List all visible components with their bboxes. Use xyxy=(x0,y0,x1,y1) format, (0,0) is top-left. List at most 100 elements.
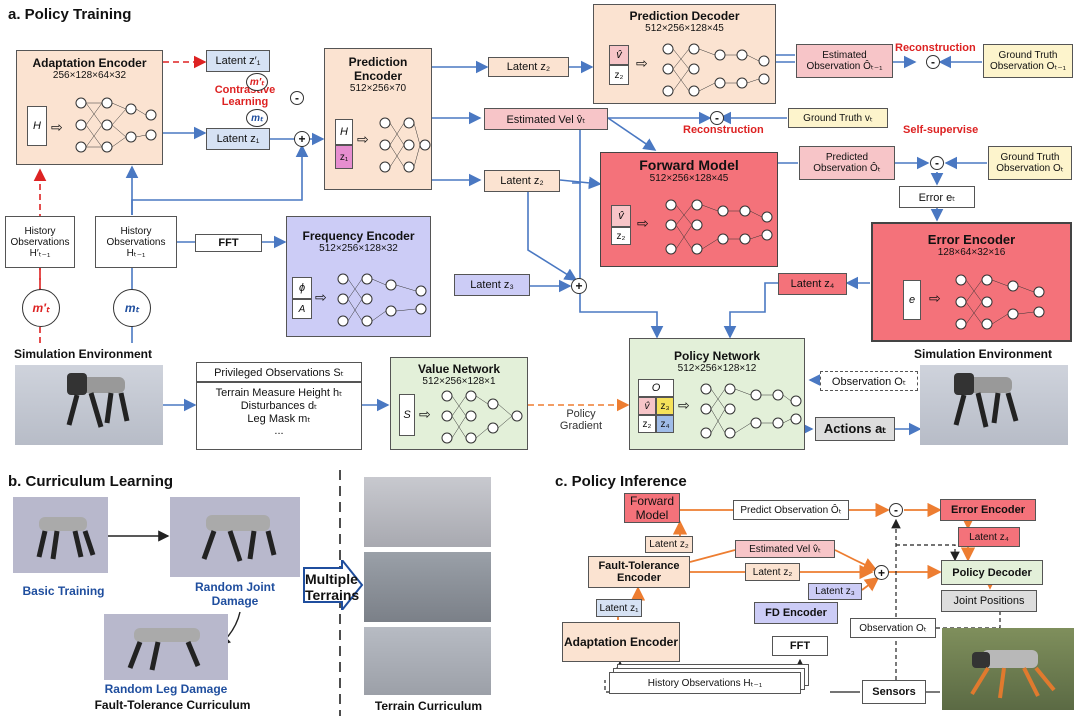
error-encoder-title: Error Encoder xyxy=(927,232,1016,247)
policy-input-z2: z₂ xyxy=(638,415,656,433)
neural-net-icon xyxy=(337,273,427,327)
freq-input-phi: ϕ xyxy=(292,277,312,299)
policy-input-o: O xyxy=(638,379,674,397)
prediction-decoder-box: Prediction Decoder 512×256×128×45 v̂ z₂ … xyxy=(593,4,776,104)
adaptation-encoder-dims: 256×128×64×32 xyxy=(52,70,127,81)
reconstruction-label-2: Reconstruction xyxy=(683,124,764,136)
adaptation-encoder-box: Adaptation Encoder 256×128×64×32 H ⇨ xyxy=(16,50,163,165)
inference-policy-decoder: Policy Decoder xyxy=(941,560,1043,585)
privileged-list: Terrain Measure Height hₜ Disturbances d… xyxy=(196,382,362,450)
error-encoder-dims: 128×64×32×16 xyxy=(937,247,1006,258)
adaptation-encoder-title: Adaptation Encoder xyxy=(32,56,147,70)
inference-latent-z4: Latent z₄ xyxy=(958,527,1020,547)
prediction-input-h: H xyxy=(335,119,353,145)
ground-truth-obs-prev: Ground Truth Observation Oₜ₋₁ xyxy=(983,44,1073,78)
policy-network-title: Policy Network xyxy=(673,349,761,363)
leg-damage-image xyxy=(104,614,228,680)
observation-ot: Observation Oₜ xyxy=(820,371,918,391)
privileged-item: ... xyxy=(274,425,284,437)
policy-input-v: v̂ xyxy=(638,397,656,415)
inference-predict-observation: Predict Observation Ôₜ xyxy=(733,500,849,520)
inference-fd-encoder: FD Encoder xyxy=(754,602,838,624)
latent-z1: Latent z₁ xyxy=(206,128,270,150)
minus-icon: - xyxy=(889,503,903,517)
prediction-decoder-title: Prediction Decoder xyxy=(629,9,740,23)
value-network-title: Value Network xyxy=(417,362,501,376)
inference-history: History Observations Hₜ₋₁ xyxy=(609,672,801,694)
arrow-icon: ⇨ xyxy=(929,290,941,306)
m-circle: mₜ xyxy=(113,289,151,327)
frequency-encoder-title: Frequency Encoder xyxy=(302,229,415,243)
simulation-image-left xyxy=(15,365,163,445)
forward-model-dims: 512×256×128×45 xyxy=(649,173,729,184)
forward-model-box: Forward Model 512×256×128×45 v̂ z₂ ⇨ xyxy=(600,152,778,267)
plus-icon: + xyxy=(294,131,310,147)
fft-box: FFT xyxy=(195,234,262,252)
error-et: Error eₜ xyxy=(899,186,975,208)
inference-latent-z1: Latent z₁ xyxy=(596,599,642,617)
leg-damage-label: Random Leg Damage xyxy=(104,682,228,696)
inference-sensors: Sensors xyxy=(862,680,926,704)
minus-icon: - xyxy=(930,156,944,170)
arrow-icon: ⇨ xyxy=(315,289,327,305)
policy-input-z3: z₃ xyxy=(656,397,674,415)
privileged-item: Terrain Measure Height hₜ xyxy=(215,387,343,399)
terrain-curriculum-label: Terrain Curriculum xyxy=(374,699,483,713)
neural-net-icon xyxy=(665,199,773,255)
error-encoder-box: Error Encoder 128×64×32×16 e ⇨ xyxy=(871,222,1072,342)
minus-icon: - xyxy=(290,91,304,105)
forward-input-z: z₂ xyxy=(611,227,631,245)
privileged-item: Disturbances dₜ xyxy=(240,400,318,412)
section-c-title: c. Policy Inference xyxy=(555,473,687,490)
prediction-encoder-title: Prediction Encoder xyxy=(348,55,408,83)
inference-latent-z2-b: Latent z₂ xyxy=(745,563,800,581)
neural-net-icon xyxy=(955,274,1045,330)
freq-input-a: A xyxy=(292,299,312,319)
inference-latent-z3: Latent z₃ xyxy=(808,583,862,600)
arrow-icon: ⇨ xyxy=(637,215,649,231)
error-input-e: e xyxy=(903,280,921,320)
arrow-icon: ⇨ xyxy=(678,397,690,413)
terrain-image-2 xyxy=(364,552,491,622)
latent-z2-top: Latent z₂ xyxy=(488,57,569,77)
neural-net-icon xyxy=(379,117,431,173)
policy-input-z4: z₄ xyxy=(656,415,674,433)
ground-truth-obs: Ground Truth Observation Oₜ xyxy=(988,146,1072,180)
inference-joint-positions: Joint Positions xyxy=(941,590,1037,612)
sim-env-left-label: Simulation Environment xyxy=(14,347,153,361)
robot-icon xyxy=(970,650,1056,699)
inference-error-encoder: Error Encoder xyxy=(940,499,1036,521)
real-robot-image xyxy=(942,628,1074,710)
plus-icon: + xyxy=(874,565,889,580)
basic-training-image xyxy=(13,497,108,573)
m-symbol: mₜ xyxy=(246,109,268,127)
neural-net-icon xyxy=(75,97,157,153)
plus-icon: + xyxy=(571,278,587,294)
robot-icon xyxy=(201,515,277,562)
inference-estimated-vel: Estimated Vel v̂ₜ xyxy=(735,540,835,558)
actions-box: Actions aₜ xyxy=(815,417,895,441)
decoder-input-v: v̂ xyxy=(609,45,629,65)
joint-damage-image xyxy=(170,497,300,577)
self-supervise-label: Self-supervise xyxy=(903,124,979,136)
latent-z4: Latent z₄ xyxy=(778,273,847,295)
contrastive-label: Contrastive Learning xyxy=(214,84,276,108)
policy-network-box: Policy Network 512×256×128×12 O v̂ z₃ z₂… xyxy=(629,338,805,450)
inference-latent-z2-a: Latent z₂ xyxy=(645,536,693,553)
prediction-input-z1: z₁ xyxy=(335,145,353,169)
forward-input-v: v̂ xyxy=(611,205,631,227)
fault-curriculum-label: Fault-Tolerance Curriculum xyxy=(94,698,251,712)
neural-net-icon xyxy=(441,390,523,444)
reconstruction-label-1: Reconstruction xyxy=(895,42,976,54)
policy-gradient-label: Policy Gradient xyxy=(559,408,603,432)
privileged-title: Privileged Observations Sₜ xyxy=(196,362,362,382)
latent-z3: Latent z₃ xyxy=(454,274,530,296)
arrow-icon: ⇨ xyxy=(357,131,369,147)
decoder-input-z: z₂ xyxy=(609,65,629,85)
privileged-item: Leg Mask mₜ xyxy=(247,413,311,425)
terrain-image-1 xyxy=(364,477,491,547)
m-prime-circle: m′ₜ xyxy=(22,289,60,327)
forward-model-title: Forward Model xyxy=(639,157,739,173)
prediction-encoder-box: Prediction Encoder 512×256×70 H z₁ ⇨ xyxy=(324,48,432,190)
terrain-image-3 xyxy=(364,627,491,695)
